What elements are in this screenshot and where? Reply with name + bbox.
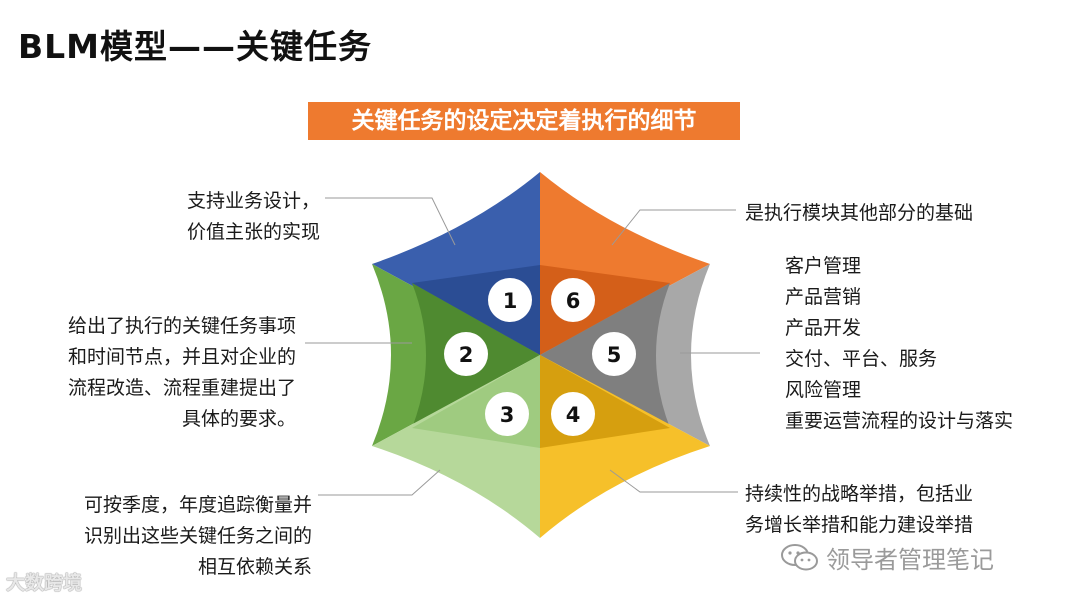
wechat-icon: [780, 543, 820, 573]
page-title: BLM模型——关键任务: [18, 27, 373, 66]
badge-2-label: 2: [459, 343, 474, 367]
watermark-left: 大数跨境: [6, 572, 83, 594]
note-segment-4: 持续性的战略举措，包括业 务增长举措和能力建设举措: [745, 483, 974, 536]
note-segment-1: 支持业务设计， 价值主张的实现: [186, 190, 320, 243]
note-segment-5: 客户管理 产品营销 产品开发 交付、平台、服务 风险管理 重要运营流程的设计与落…: [785, 255, 1014, 432]
badge-6: 6: [551, 278, 595, 322]
badge-5-label: 5: [607, 343, 622, 367]
connector-1: [325, 197, 456, 246]
note-segment-2: 给出了执行的关键任务事项 和时间节点，并且对企业的 流程改造、流程重建提出了 具…: [67, 315, 296, 430]
badge-4: 4: [551, 392, 595, 436]
badge-1: 1: [488, 278, 532, 322]
badge-5: 5: [592, 332, 636, 376]
badge-1-label: 1: [503, 289, 518, 313]
connector-4: [609, 469, 738, 493]
badge-2: 2: [444, 332, 488, 376]
subtitle-banner: 关键任务的设定决定着执行的细节: [308, 102, 740, 140]
badge-3-label: 3: [500, 403, 515, 427]
badge-3: 3: [485, 392, 529, 436]
watermark-right: 领导者管理笔记: [780, 540, 994, 575]
note-segment-3: 可按季度，年度追踪衡量并 识别出这些关键任务之间的 相互依赖关系: [83, 494, 312, 578]
watermark-right-text: 领导者管理笔记: [826, 546, 994, 574]
note-segment-6: 是执行模块其他部分的基础: [745, 202, 974, 224]
connector-3: [318, 469, 441, 496]
badge-4-label: 4: [566, 403, 581, 427]
badge-6-label: 6: [566, 289, 581, 313]
connector-6: [611, 209, 736, 246]
